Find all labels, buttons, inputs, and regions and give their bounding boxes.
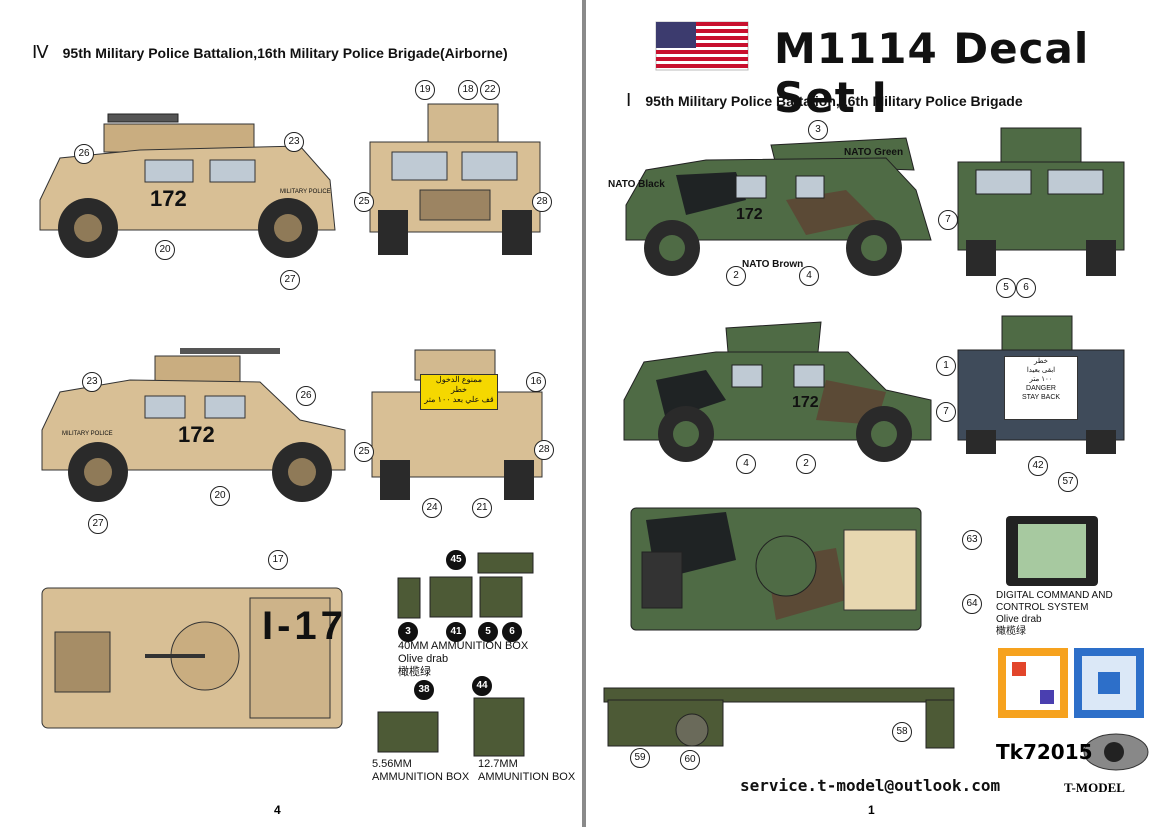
qr-code-wechat-icon: [998, 648, 1068, 718]
callout-44: 44: [472, 676, 492, 696]
callout-r6: 6: [1016, 278, 1036, 298]
callout-23: 23: [284, 132, 304, 152]
ammo-556-label: 5.56MM AMMUNITION BOX: [372, 758, 470, 783]
chassis-rail: [603, 687, 955, 749]
page-number-right: 1: [868, 803, 875, 817]
callout-r7: 7: [938, 210, 958, 230]
hull-text-1: MILITARY POLICE: [280, 189, 331, 195]
callout-16: 16: [526, 372, 546, 392]
callout-28: 28: [532, 192, 552, 212]
callout-r4: 4: [799, 266, 819, 286]
callout-28b: 28: [534, 440, 554, 460]
dcs-label: DIGITAL COMMAND AND CONTROL SYSTEM Olive…: [996, 590, 1113, 637]
callout-25b: 25: [354, 442, 374, 462]
us-flag-icon: [655, 21, 749, 71]
contact-email: service.t-model@outlook.com: [740, 776, 1001, 795]
callout-r64: 64: [962, 594, 982, 614]
callout-5: 5: [478, 622, 498, 642]
callout-19: 19: [415, 80, 435, 100]
decal-set-title: M1114 Decal Set I: [774, 24, 1090, 122]
callout-r2: 2: [726, 266, 746, 286]
danger-stay-back-sign: خطر ابقى بعيدا ١٠٠ متر DANGER STAY BACK: [1004, 356, 1078, 420]
warning-sign-yellow: ممنوع الدخول خطر قف علي بعد ١٠٠ متر: [420, 374, 498, 410]
humvee-front-right-1: [957, 127, 1125, 276]
callout-r58: 58: [892, 722, 912, 742]
brand-name: T-MODEL: [1064, 780, 1125, 795]
humvee-side-left-2: [41, 348, 346, 502]
callout-r3: 3: [808, 120, 828, 140]
callout-23b: 23: [82, 372, 102, 392]
humvee-side-left-1: [39, 113, 336, 258]
callout-25: 25: [354, 192, 374, 212]
callout-18: 18: [458, 80, 478, 100]
callout-27: 27: [280, 270, 300, 290]
callout-41: 41: [446, 622, 466, 642]
callout-24: 24: [422, 498, 442, 518]
callout-r57: 57: [1058, 472, 1078, 492]
humvee-rear-left-2: [371, 349, 543, 500]
humvee-side-right-2: [623, 321, 932, 462]
ammo-40mm-label: 40MM AMMUNITION BOX Olive drab 橄榄绿: [398, 640, 529, 678]
callout-r60: 60: [680, 750, 700, 770]
product-code: Tk72015: [996, 740, 1093, 764]
callout-r7b: 7: [936, 402, 956, 422]
label-nato-green: NATO Green: [844, 147, 904, 158]
t-model-logo-icon: [1083, 733, 1149, 771]
callout-45: 45: [446, 550, 466, 570]
callout-22: 22: [480, 80, 500, 100]
callout-r2b: 2: [796, 454, 816, 474]
callout-26b: 26: [296, 386, 316, 406]
hull-number-2: 172: [178, 422, 215, 447]
humvee-top-left: [41, 587, 343, 729]
callout-r63: 63: [962, 530, 982, 550]
ammo-127-label: 12.7MM AMMUNITION BOX: [478, 758, 576, 783]
dcs-screen: [1006, 516, 1098, 586]
hull-number-1: 172: [150, 186, 187, 211]
label-nato-black: NATO Black: [608, 179, 665, 190]
page-number-left: 4: [274, 803, 281, 817]
callout-6: 6: [502, 622, 522, 642]
qr-code-facebook-icon: [1074, 648, 1144, 718]
left-illustrations: [39, 103, 543, 757]
humvee-side-right-1: [625, 137, 932, 276]
hull-number-r2: 172: [792, 394, 819, 411]
callout-r4b: 4: [736, 454, 756, 474]
callout-38: 38: [414, 680, 434, 700]
callout-r42: 42: [1028, 456, 1048, 476]
callout-17: 17: [268, 550, 288, 570]
callout-20: 20: [155, 240, 175, 260]
hull-number-r1: 172: [736, 206, 763, 223]
callout-20b: 20: [210, 486, 230, 506]
callout-21: 21: [472, 498, 492, 518]
callout-3: 3: [398, 622, 418, 642]
callout-r5: 5: [996, 278, 1016, 298]
callout-r59: 59: [630, 748, 650, 768]
callout-26: 26: [74, 144, 94, 164]
hull-text-2: MILITARY POLICE: [62, 431, 113, 437]
callout-27b: 27: [88, 514, 108, 534]
right-illustrations: [603, 21, 1149, 771]
humvee-front-left-1: [369, 103, 541, 255]
top-hull-number: I-17: [262, 604, 347, 648]
label-nato-brown: NATO Brown: [742, 259, 804, 270]
ammo-boxes: [377, 552, 534, 757]
callout-r1: 1: [936, 356, 956, 376]
humvee-top-right: [630, 507, 922, 631]
